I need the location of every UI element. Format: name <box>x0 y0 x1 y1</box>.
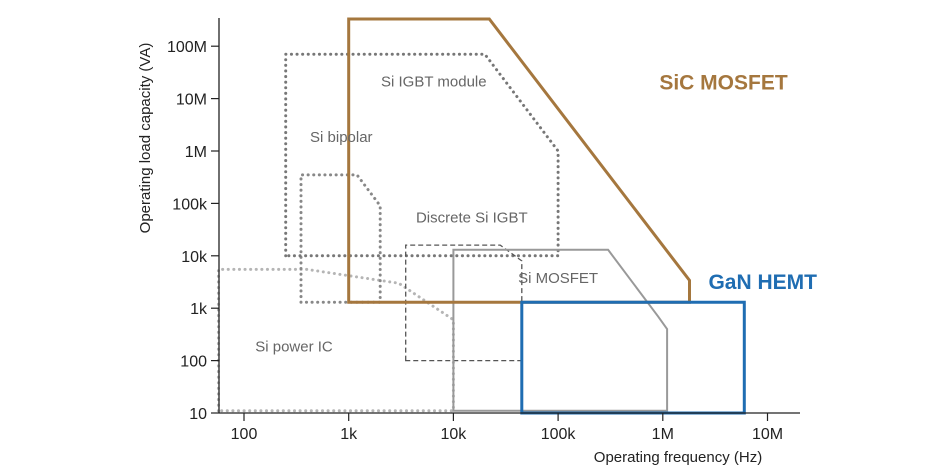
y-tick-label: 100 <box>180 354 207 371</box>
region-label: Discrete Si IGBT <box>416 210 528 227</box>
region-label: GaN HEMT <box>708 271 817 294</box>
x-tick-label: 10k <box>441 426 468 443</box>
y-tick-label: 100k <box>172 196 208 213</box>
y-tick-label: 10 <box>189 406 207 423</box>
region-label: Si bipolar <box>310 129 373 146</box>
y-tick-label: 10M <box>176 92 207 109</box>
region-si-power-ic <box>216 267 455 413</box>
y-tick-label: 100M <box>167 39 207 56</box>
x-tick-label: 10M <box>752 426 783 443</box>
region-label: Si IGBT module <box>381 74 487 91</box>
region-label: Si MOSFET <box>518 270 598 287</box>
x-tick-label: 100k <box>541 426 577 443</box>
x-tick-label: 1M <box>652 426 674 443</box>
region-label: Si power IC <box>255 338 333 355</box>
ticks-layer: 100 1k 10k 100k 1M 10M 10 100 1k 10k 100k 1M 10M 100M <box>167 39 783 443</box>
y-axis-title: Operating load capacity (VA) <box>137 43 154 234</box>
region-discrete-si-igbt <box>405 244 523 362</box>
x-tick-label: 1k <box>340 426 358 443</box>
region-si-bipolar <box>299 173 382 304</box>
y-tick-label: 1M <box>185 144 207 161</box>
region-gan-hemt <box>520 300 746 415</box>
region-labels: Si power IC Si bipolar Si IGBT moduleDiscr… <box>255 71 817 355</box>
region-si-igbt-module <box>284 52 560 258</box>
x-tick-label: 100 <box>231 426 258 443</box>
region-label: SiC MOSFET <box>659 71 788 94</box>
axes-layer <box>218 18 800 414</box>
region-si-mosfet <box>452 248 669 412</box>
y-tick-label: 10k <box>181 249 208 266</box>
x-axis-title: Operating frequency (Hz) <box>594 449 762 466</box>
y-tick-label: 1k <box>190 301 208 318</box>
